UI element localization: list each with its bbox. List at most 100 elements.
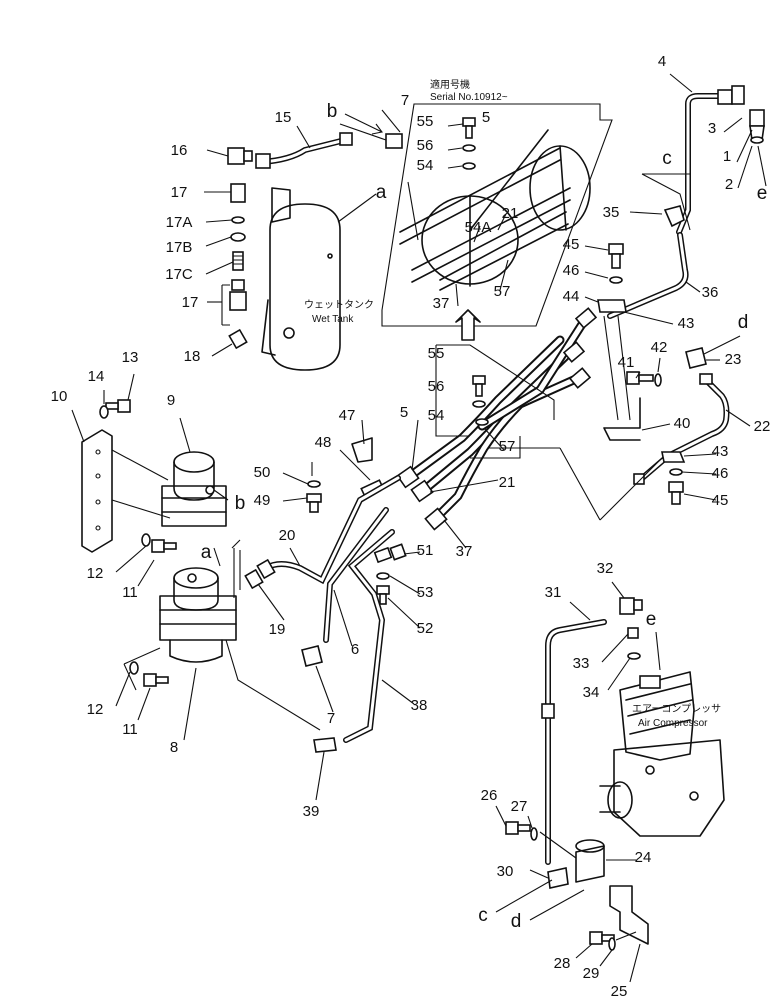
callout-54a: 54A (465, 219, 492, 236)
callout-55-mid: 55 (428, 345, 445, 362)
bracket-25 (609, 885, 649, 945)
callout-17-2: 17 (182, 294, 199, 311)
callout-37-mid: 37 (456, 543, 473, 560)
callout-12-low: 12 (87, 701, 104, 718)
callout-9: 9 (167, 392, 175, 409)
callout-21-mid: 21 (499, 474, 516, 491)
callout-5-mid: 5 (400, 404, 408, 421)
callout-27: 27 (511, 798, 528, 815)
callout-43-low: 43 (712, 443, 729, 460)
letter-e-2: e (646, 609, 657, 630)
callout-31: 31 (545, 584, 562, 601)
callout-19: 19 (269, 621, 286, 638)
callout-17: 17 (171, 184, 188, 201)
bolt-12-11-lower (129, 661, 169, 687)
callout-35: 35 (603, 204, 620, 221)
clamp-43-lower (661, 451, 686, 463)
clamp-44 (597, 299, 627, 313)
tee-39 (313, 737, 337, 753)
callout-55-top: 55 (417, 113, 434, 130)
callout-29: 29 (583, 965, 600, 982)
callout-7-top: 7 (401, 92, 409, 109)
callout-46-low: 46 (712, 465, 729, 482)
callout-8: 8 (170, 739, 178, 756)
callout-46-up: 46 (563, 262, 580, 279)
wet-tank-jp: ウェットタンク (304, 299, 374, 311)
bolt-55-top (462, 117, 476, 139)
callout-41: 41 (618, 354, 635, 371)
letter-d: d (738, 312, 749, 333)
washer-53 (376, 572, 390, 580)
callout-49: 49 (254, 492, 271, 509)
callout-43-up: 43 (678, 315, 695, 332)
washer-46-top (609, 276, 623, 284)
callout-54-mid: 54 (428, 407, 445, 424)
callout-21-top: 21 (502, 205, 519, 222)
callout-57-mid: 57 (499, 438, 516, 455)
callout-56-top: 56 (417, 137, 434, 154)
callout-3: 3 (708, 120, 716, 137)
letter-c-2: c (478, 905, 488, 926)
washer-27 (530, 827, 538, 841)
washer-46-lower (669, 468, 683, 476)
fitting-7-lower (301, 645, 323, 667)
fitting-7-top (385, 133, 403, 149)
letter-e: e (757, 183, 768, 204)
fitting-17-stack (221, 183, 247, 326)
callout-26: 26 (481, 787, 498, 804)
callout-42: 42 (651, 339, 668, 356)
callout-11-low: 11 (122, 721, 138, 738)
elbow-16 (227, 147, 253, 165)
callout-17b: 17B (166, 239, 193, 256)
callout-4: 4 (658, 53, 666, 70)
callout-25: 25 (611, 983, 628, 997)
callout-32: 32 (597, 560, 614, 577)
callout-37-top: 37 (433, 295, 450, 312)
callout-44: 44 (563, 288, 580, 305)
elbow-35 (663, 205, 685, 228)
letter-c: c (662, 148, 672, 169)
bolt-26 (505, 821, 531, 835)
callout-24: 24 (635, 849, 652, 866)
fitting-19b (256, 558, 276, 580)
callout-10: 10 (51, 388, 68, 405)
callout-33: 33 (573, 655, 590, 672)
fitting-3 (717, 85, 745, 105)
callout-50: 50 (254, 464, 271, 481)
callout-7-low: 7 (327, 710, 335, 727)
washer-42 (654, 373, 662, 387)
callout-48: 48 (315, 434, 332, 451)
bracket-10 (81, 429, 113, 553)
callout-45-low: 45 (712, 492, 729, 509)
letter-d-2: d (511, 911, 522, 932)
bolt-49 (306, 493, 322, 513)
washer-50 (307, 480, 321, 488)
bracket-40 (603, 397, 641, 441)
callout-38: 38 (411, 697, 428, 714)
air-compressor-jp: エアーコンプレッサ (632, 703, 721, 715)
callout-5-top: 5 (482, 109, 490, 126)
fitting-30 (547, 867, 569, 889)
letter-b-2: b (235, 493, 246, 514)
callout-23: 23 (725, 351, 742, 368)
callout-17a: 17A (166, 214, 193, 231)
valve-8 (159, 567, 237, 663)
washer-2 (750, 136, 764, 144)
serial-note-jp: 適用号機 (430, 78, 470, 91)
washer-29 (608, 937, 616, 951)
letter-b: b (327, 101, 338, 122)
washer-54-mid (475, 418, 489, 426)
callout-20: 20 (279, 527, 296, 544)
callout-54-top: 54 (417, 157, 434, 174)
callout-18: 18 (184, 348, 201, 365)
letter-a: a (376, 182, 387, 203)
bolt-45-lower (668, 481, 684, 505)
fitting-51 (373, 543, 407, 564)
connection-letters: a b c d e a b e c d (201, 101, 768, 932)
callout-12-up: 12 (87, 565, 104, 582)
callout-53: 53 (417, 584, 434, 601)
bolt-28 (589, 931, 615, 945)
check-valve-24 (575, 839, 605, 883)
